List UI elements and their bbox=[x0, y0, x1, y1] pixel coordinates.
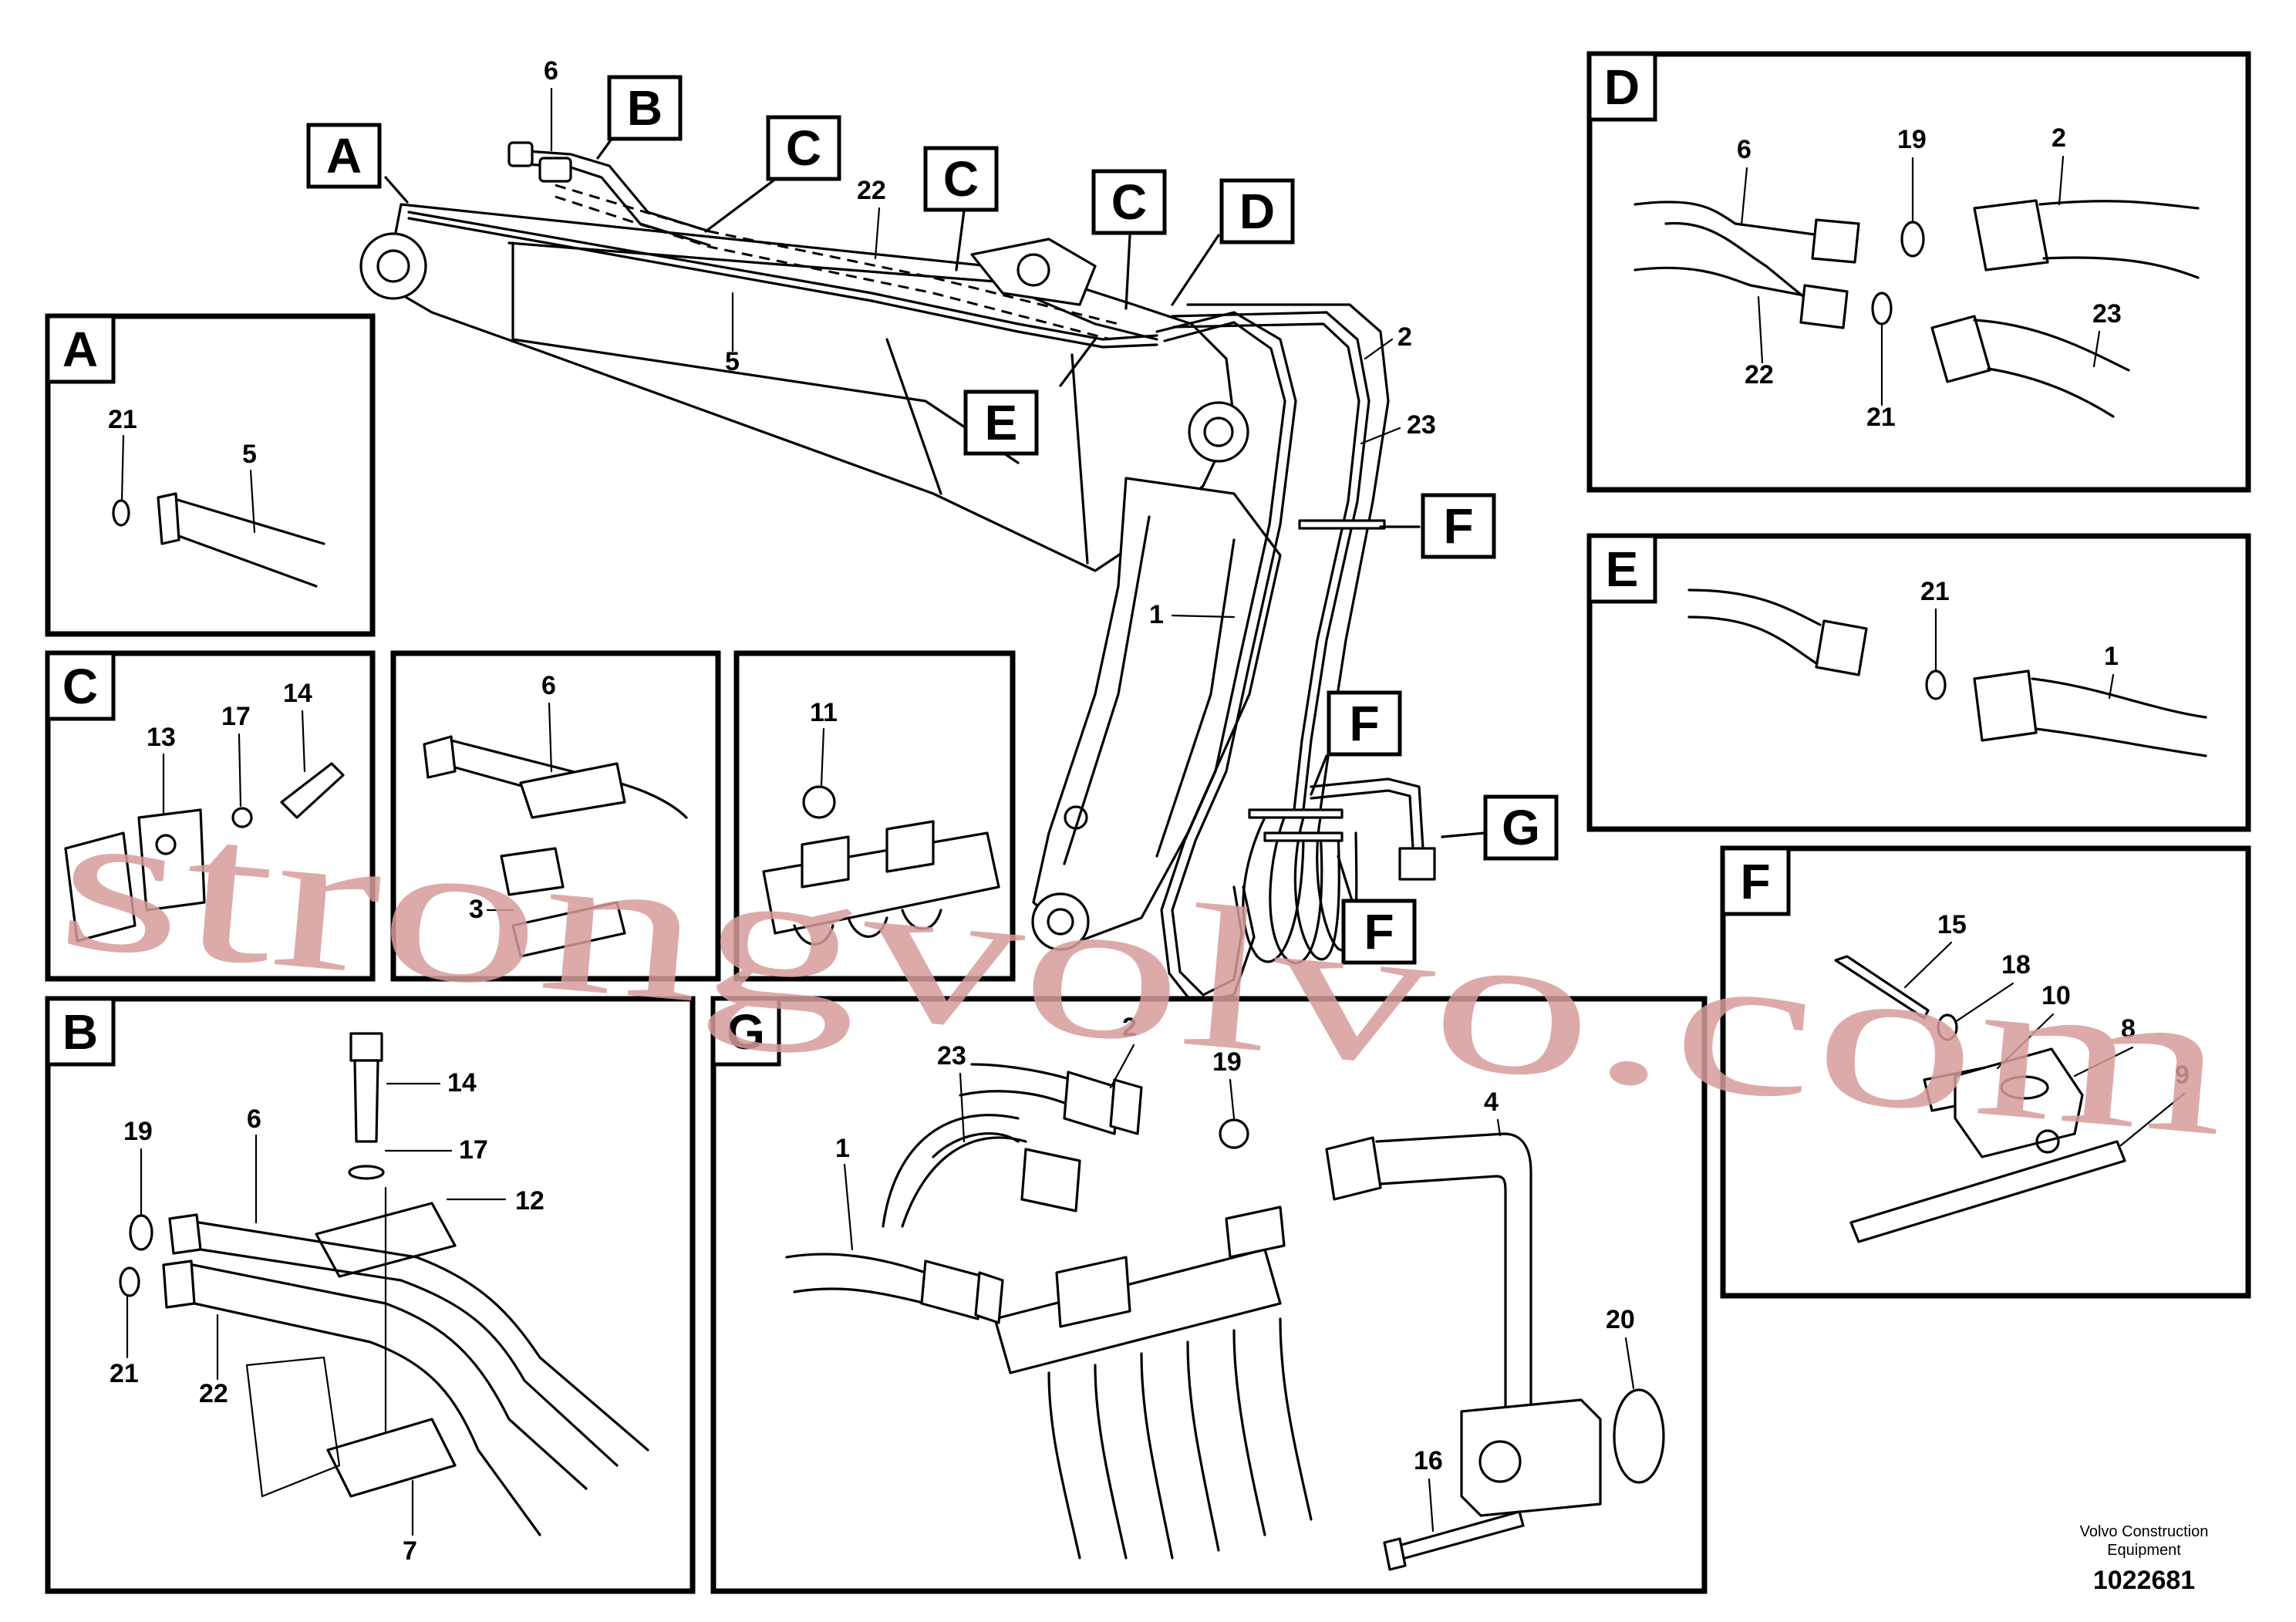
svg-text:15: 15 bbox=[1937, 910, 1967, 939]
svg-text:8: 8 bbox=[2121, 1014, 2136, 1044]
svg-text:D: D bbox=[1604, 59, 1640, 115]
svg-text:22: 22 bbox=[1745, 360, 1774, 389]
svg-text:21: 21 bbox=[1866, 403, 1896, 432]
tag-c-3: C bbox=[1111, 174, 1147, 230]
svg-text:3: 3 bbox=[469, 895, 484, 924]
footer: Volvo Construction Equipment 1022681 bbox=[2080, 1523, 2209, 1595]
tag-c-2: C bbox=[943, 151, 979, 207]
label-6: 6 bbox=[544, 56, 558, 86]
svg-text:1: 1 bbox=[2104, 642, 2119, 671]
svg-text:18: 18 bbox=[2001, 950, 2031, 980]
svg-text:12: 12 bbox=[515, 1186, 544, 1216]
svg-text:2: 2 bbox=[2052, 123, 2066, 153]
label-23: 23 bbox=[1407, 410, 1436, 440]
label-2: 2 bbox=[1397, 322, 1412, 352]
svg-text:B: B bbox=[62, 1004, 98, 1060]
svg-text:19: 19 bbox=[123, 1117, 153, 1146]
svg-text:16: 16 bbox=[1414, 1446, 1443, 1475]
detail-panel-c: C 13 17 14 bbox=[45, 650, 376, 982]
tag-b: B bbox=[627, 80, 663, 136]
tag-a: A bbox=[326, 128, 362, 184]
detail-panel-b: B 14 17 12 19 6 21 22 7 bbox=[45, 996, 696, 1594]
svg-text:1: 1 bbox=[835, 1134, 850, 1163]
company-line-2: Equipment bbox=[2107, 1542, 2181, 1559]
svg-text:2: 2 bbox=[1122, 1013, 1137, 1042]
detail-panel-g: G 23 2 19 4 bbox=[710, 996, 1708, 1594]
main-labels: 6 22 5 2 23 1 bbox=[544, 56, 1436, 629]
svg-text:G: G bbox=[727, 1004, 765, 1060]
svg-text:6: 6 bbox=[1737, 135, 1752, 164]
svg-text:14: 14 bbox=[447, 1068, 477, 1098]
svg-text:23: 23 bbox=[2092, 299, 2122, 329]
main-assembly-drawing bbox=[359, 141, 1436, 1004]
svg-text:21: 21 bbox=[110, 1359, 139, 1388]
svg-text:19: 19 bbox=[1897, 125, 1927, 154]
detail-panel-a: A 21 5 bbox=[45, 313, 376, 637]
svg-text:7: 7 bbox=[403, 1536, 417, 1566]
svg-text:23: 23 bbox=[937, 1041, 966, 1071]
svg-text:A: A bbox=[62, 322, 98, 377]
tag-c-1: C bbox=[786, 120, 821, 176]
svg-text:14: 14 bbox=[283, 679, 312, 708]
svg-text:6: 6 bbox=[541, 671, 556, 700]
svg-text:22: 22 bbox=[199, 1379, 228, 1408]
svg-text:4: 4 bbox=[1484, 1088, 1499, 1117]
svg-text:21: 21 bbox=[108, 405, 137, 434]
svg-text:9: 9 bbox=[2175, 1061, 2190, 1090]
tag-e: E bbox=[985, 395, 1018, 450]
svg-text:11: 11 bbox=[810, 698, 838, 727]
svg-text:19: 19 bbox=[1212, 1047, 1242, 1077]
svg-text:21: 21 bbox=[1920, 577, 1950, 606]
svg-text:10: 10 bbox=[2041, 981, 2071, 1010]
detail-panel-clamp: 6 3 bbox=[390, 650, 721, 982]
tag-g: G bbox=[1502, 800, 1540, 855]
label-5: 5 bbox=[725, 347, 740, 376]
svg-text:20: 20 bbox=[1606, 1305, 1635, 1334]
svg-text:17: 17 bbox=[221, 702, 251, 731]
detail-panel-d: D 6 19 2 22 23 21 bbox=[1586, 51, 2251, 493]
svg-text:C: C bbox=[62, 659, 98, 714]
svg-text:13: 13 bbox=[147, 723, 176, 752]
detail-panel-f: F 15 18 10 8 9 bbox=[1720, 845, 2251, 1299]
company-line-1: Volvo Construction bbox=[2080, 1523, 2209, 1540]
label-22: 22 bbox=[857, 176, 886, 205]
tag-f-1: F bbox=[1443, 498, 1473, 554]
detail-panel-plate: 11 bbox=[733, 650, 1016, 982]
drawing-number: 1022681 bbox=[2093, 1566, 2195, 1595]
svg-text:F: F bbox=[1740, 854, 1770, 909]
detail-panel-e: E 21 1 bbox=[1586, 533, 2251, 832]
svg-text:5: 5 bbox=[242, 440, 257, 469]
label-1: 1 bbox=[1149, 600, 1164, 629]
callout-tags: A B C C C D E F F F G bbox=[306, 75, 1559, 965]
svg-text:E: E bbox=[1606, 541, 1639, 597]
tag-f-2: F bbox=[1349, 696, 1379, 751]
svg-text:17: 17 bbox=[459, 1135, 488, 1165]
tag-f-3: F bbox=[1364, 904, 1394, 959]
svg-text:6: 6 bbox=[247, 1104, 261, 1134]
tag-d: D bbox=[1239, 184, 1275, 239]
